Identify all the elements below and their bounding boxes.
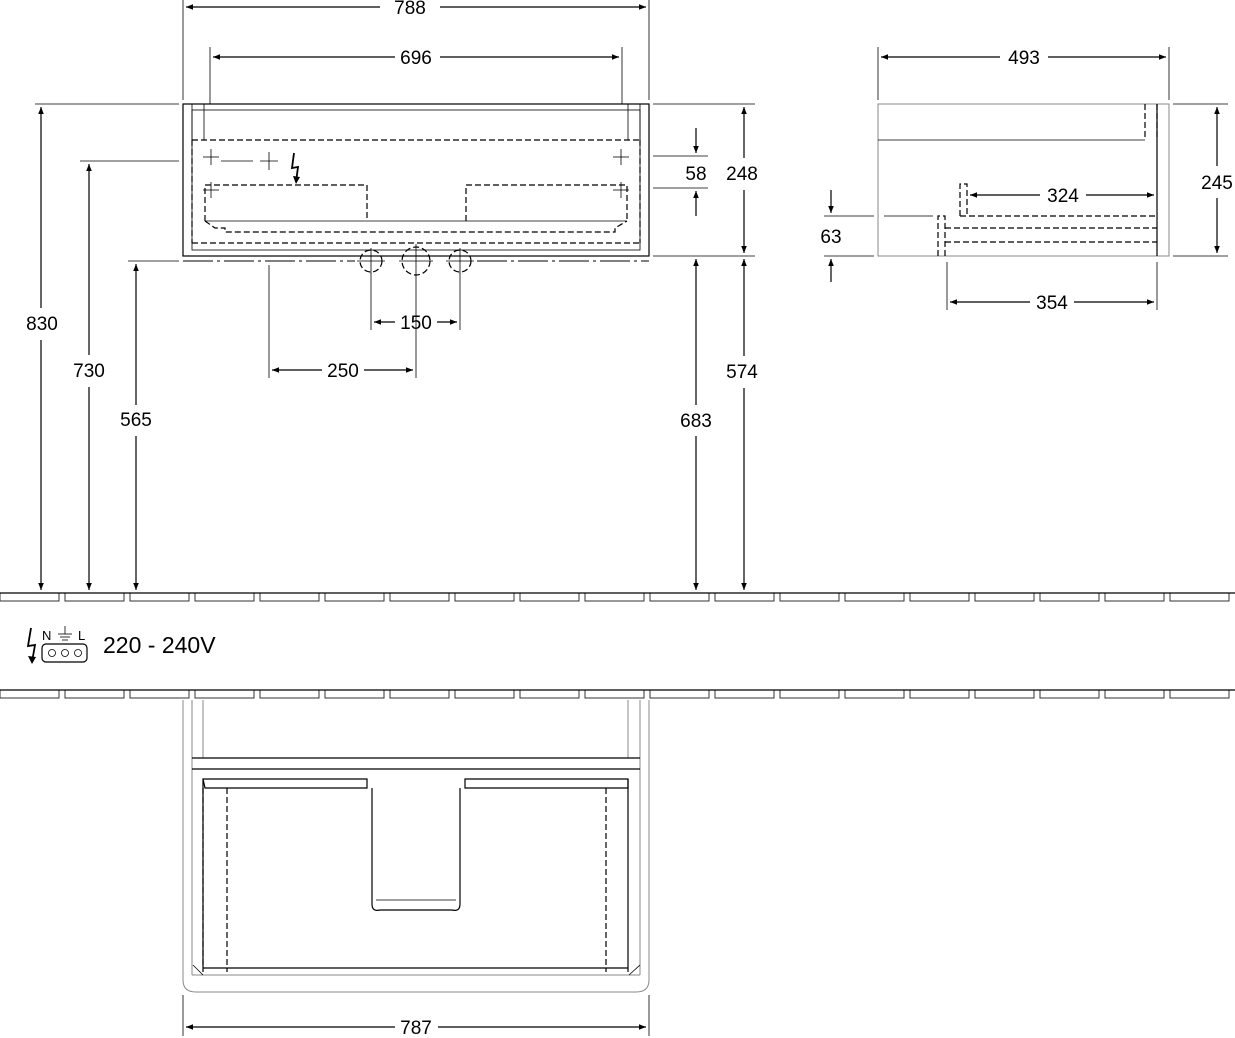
floor-tile [844, 689, 905, 699]
dim-324: 324 [1047, 186, 1079, 207]
dim-245: 245 [1201, 173, 1233, 194]
floor-tile [259, 689, 320, 699]
front-cabinet-outline [182, 103, 650, 257]
floor-tile [389, 592, 450, 602]
floor-tile [1039, 592, 1100, 602]
floor-tile [1169, 689, 1230, 699]
floor-tile [0, 689, 60, 699]
dim-574: 574 [726, 362, 758, 383]
floor-tile [1169, 592, 1230, 602]
floor-tile [909, 689, 970, 699]
dim-150: 150 [400, 313, 432, 334]
floor-tile [844, 592, 905, 602]
dim-788: 788 [394, 0, 426, 19]
front-cabinet-inner [191, 109, 641, 251]
dim-354: 354 [1036, 293, 1068, 314]
floor-tile [64, 592, 125, 602]
floor-tile [454, 689, 515, 699]
power-inlet-icon [290, 152, 300, 183]
socket-icon [41, 643, 88, 663]
top-view: 787 [182, 700, 650, 1038]
dim-565: 565 [120, 410, 152, 431]
floor-tile [519, 689, 580, 699]
floor-tile [129, 689, 190, 699]
floor-tile [974, 689, 1035, 699]
voltage-label: 220 - 240V [103, 632, 216, 658]
dim-683: 683 [680, 411, 712, 432]
floor-tile [974, 592, 1035, 602]
floor-tile [324, 689, 385, 699]
dim-493: 493 [1008, 48, 1040, 69]
floor-tile [909, 592, 970, 602]
dim-730: 730 [73, 361, 105, 382]
connection-points [357, 244, 474, 278]
floor-tile [64, 689, 125, 699]
dim-830: 830 [26, 314, 58, 335]
floor-tile [389, 689, 450, 699]
floor-tile [649, 592, 710, 602]
top-cabinet-outline [182, 700, 650, 993]
lightning-icon [26, 627, 37, 663]
floor-tile [194, 689, 255, 699]
floor-tile [324, 592, 385, 602]
terminal-l: L [78, 628, 85, 643]
floor-tile [129, 592, 190, 602]
mounting-marks [203, 149, 629, 198]
side-cabinet-outline [877, 103, 1170, 257]
dim-787: 787 [400, 1018, 432, 1038]
ground-icon [58, 626, 72, 641]
floor-tile [779, 592, 840, 602]
floor-line-upper [0, 592, 1235, 602]
dim-63: 63 [820, 227, 841, 248]
floor-tile [584, 689, 645, 699]
floor-tile [714, 689, 775, 699]
floor-tile [259, 592, 320, 602]
dim-58: 58 [685, 164, 706, 185]
dim-250: 250 [327, 361, 359, 382]
floor-tile [0, 592, 60, 602]
floor-tile [1104, 689, 1165, 699]
floor-tile [519, 592, 580, 602]
floor-tile [454, 592, 515, 602]
floor-tile [649, 689, 710, 699]
electrical-legend: N L 220 - 240V [26, 626, 216, 664]
floor-tile [584, 592, 645, 602]
dim-696: 696 [400, 48, 432, 69]
side-view: 493 245 324 63 354 [820, 47, 1233, 314]
front-view: 788 696 830 730 565 248 58 574 683 150 2… [26, 0, 758, 590]
terminal-n: N [42, 628, 51, 643]
dim-248: 248 [726, 164, 758, 185]
floor-tile [1104, 592, 1165, 602]
floor-tile [1039, 689, 1100, 699]
floor-tile [779, 689, 840, 699]
floor-line-lower [0, 689, 1235, 699]
floor-tile [714, 592, 775, 602]
floor-tile [194, 592, 255, 602]
